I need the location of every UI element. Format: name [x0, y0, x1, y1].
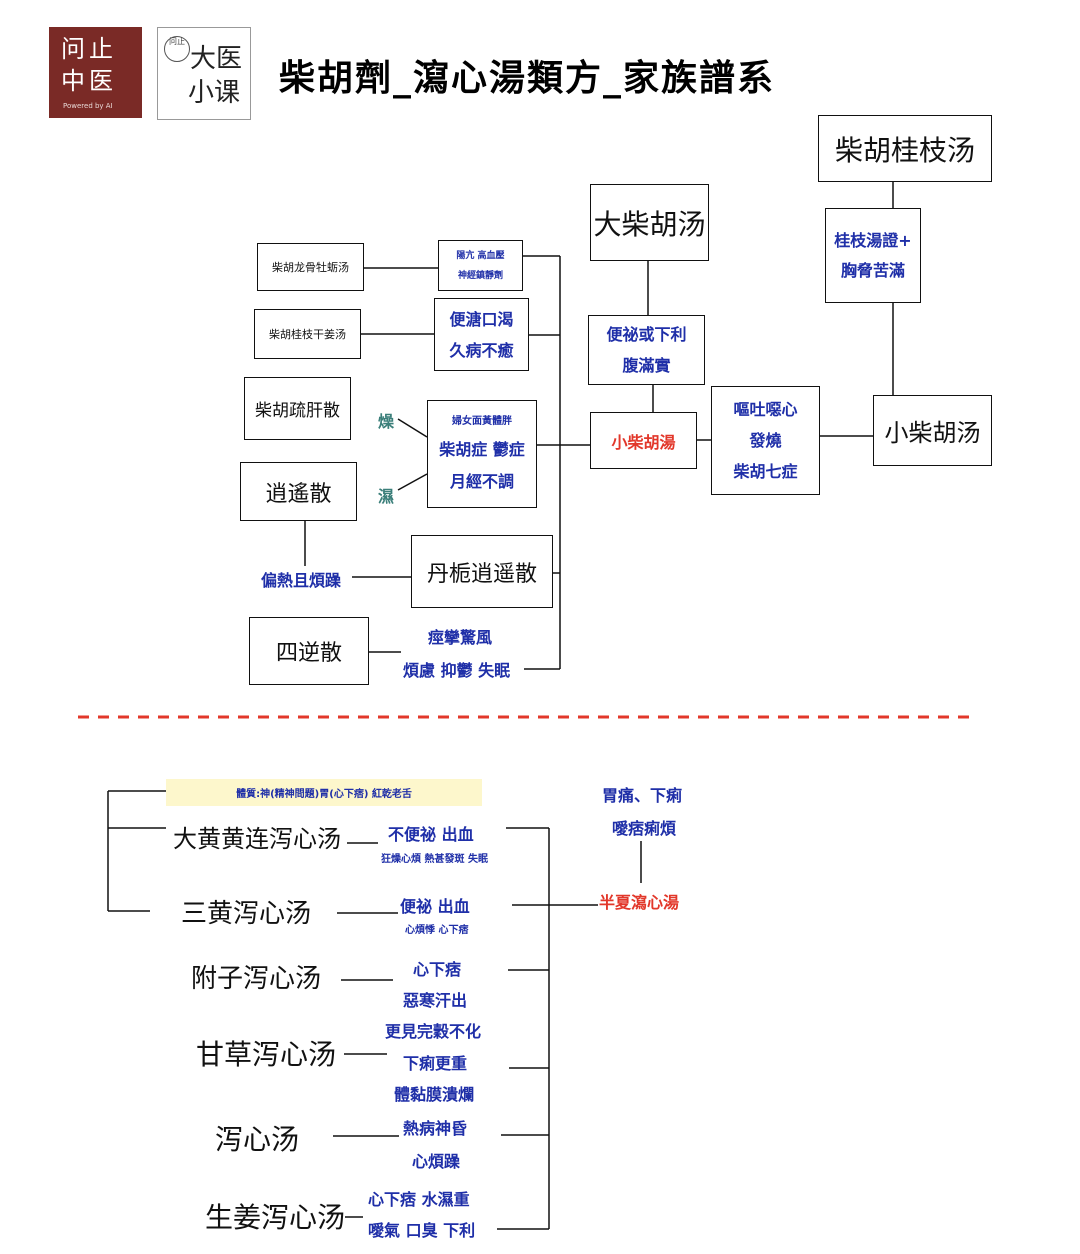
note-line: 久病不癒 [449, 340, 514, 360]
note-dachaihu: 便祕或下利 腹滿實 [588, 315, 705, 385]
logo-tagline: Powered by AI [63, 102, 113, 110]
note-sini-line-1: 痙攣驚風 [428, 628, 493, 647]
note-line: 心下痞 水濕重 [368, 1190, 470, 1209]
formula-sanhuang: 三黄泻心汤 [181, 899, 312, 929]
logo-line-1: 大医 [190, 44, 243, 74]
note-line: 便祕 出血 [400, 897, 470, 916]
formula-gancao: 甘草泻心汤 [196, 1038, 337, 1071]
node-danzhi-xiaoyao: 丹栀逍遥散 [411, 535, 553, 608]
node-xiaochaihu-center: 小柴胡湯 [590, 412, 697, 469]
note-line: 熱病神昏 [403, 1119, 468, 1138]
formula-xiexin: 泻心汤 [215, 1123, 300, 1156]
node-label: 逍遙散 [265, 481, 332, 507]
note-line: 胸脅苦滿 [840, 260, 905, 280]
formula-fuzi: 附子泻心汤 [191, 964, 322, 994]
note-line: 陽亢 高血壓 [456, 250, 505, 261]
page-title: 柴胡劑_瀉心湯類方_家族譜系 [279, 57, 776, 99]
note-line: 發燒 [749, 431, 782, 450]
node-label: 柴胡疏肝散 [255, 401, 340, 421]
note-line: 心煩躁 [412, 1152, 461, 1171]
note-line: 桂枝湯證+ [834, 230, 912, 250]
note-banxia-line-2: 噯痞痢煩 [612, 819, 677, 838]
note-guizhi: 桂枝湯證+ 胸脅苦滿 [825, 208, 921, 303]
note-line: 惡寒汗出 [403, 991, 468, 1010]
node-dachaihu: 大柴胡汤 [590, 184, 709, 261]
note-longgu: 陽亢 高血壓 神經鎮靜劑 [438, 240, 523, 291]
node-label: 丹栀逍遥散 [426, 561, 537, 587]
node-label: 柴胡桂枝干姜汤 [269, 328, 346, 341]
node-chaihu-guizhi: 柴胡桂枝汤 [818, 115, 992, 182]
label-wet: 濕 [378, 487, 395, 506]
node-label: 小柴胡湯 [611, 432, 676, 452]
node-xiaochaihu-right: 小柴胡汤 [873, 395, 992, 466]
node-label: 小柴胡汤 [884, 419, 981, 447]
formula-shengjiang: 生姜泻心汤 [205, 1201, 346, 1234]
note-line: 神經鎮靜劑 [457, 270, 503, 281]
note-line: 不便祕 出血 [388, 825, 474, 844]
note-line: 噯氣 口臭 下利 [368, 1221, 476, 1240]
node-banxia-xiexin: 半夏瀉心湯 [599, 893, 680, 912]
note-xiaochaihu: 嘔吐噁心 發燒 柴胡七症 [711, 386, 820, 495]
node-xiaoyao: 逍遙散 [240, 462, 357, 521]
node-sini: 四逆散 [249, 617, 369, 685]
note-line: 體黏膜潰爛 [394, 1085, 475, 1104]
formula-dahuang-huanglian: 大黄黄连泻心汤 [173, 825, 341, 853]
node-shugan: 柴胡疏肝散 [244, 377, 351, 440]
note-banxia-line-1: 胃痛、下痢 [602, 786, 683, 805]
label-dry: 燥 [378, 412, 395, 431]
logo-dayi-xiaoke: 问止 大医 小课 [157, 27, 251, 120]
note-constitution: 體質:神(精神問題)胃(心下痞) 紅乾老舌 [166, 779, 482, 806]
note-line: 腹滿實 [622, 356, 671, 375]
logo-line-2: 小课 [188, 78, 241, 108]
logo-line-1: 问止 [61, 35, 117, 63]
note-line: 婦女面黃體胖 [452, 416, 512, 427]
note-line: 柴胡七症 [733, 462, 798, 481]
note-sini-line-2: 煩慮 抑鬱 失眠 [403, 661, 511, 680]
note-line: 便溏口渴 [449, 309, 514, 329]
note-danzhi: 偏熱且煩躁 [261, 571, 342, 590]
note-line: 月經不調 [449, 472, 514, 491]
note-small: 心煩悸 心下痞 [405, 925, 469, 936]
note-line: 更見完穀不化 [385, 1022, 482, 1041]
note-line: 柴胡症 鬱症 [439, 440, 525, 459]
node-label: 柴胡桂枝汤 [834, 133, 975, 167]
note-line: 嘔吐噁心 [733, 400, 798, 419]
note-ganjiang: 便溏口渴 久病不癒 [434, 298, 529, 371]
note-small: 狂燥心煩 熱甚發斑 失眠 [381, 854, 488, 865]
note-line: 心下痞 [413, 960, 462, 979]
logo-wenzhi: 问止 中医 Powered by AI [49, 27, 142, 118]
logo-seal: 问止 [164, 36, 190, 62]
note-women: 婦女面黃體胖 柴胡症 鬱症 月經不調 [427, 400, 537, 508]
node-longgu-muli: 柴胡龙骨牡蛎汤 [257, 243, 364, 291]
node-label: 大柴胡汤 [593, 207, 706, 241]
node-label: 柴胡龙骨牡蛎汤 [272, 261, 349, 274]
node-guizhi-ganjiang: 柴胡桂枝干姜汤 [254, 309, 361, 359]
logo-line-2: 中医 [61, 67, 117, 95]
note-line: 下痢更重 [403, 1054, 468, 1073]
node-label: 四逆散 [275, 641, 342, 666]
note-line: 便祕或下利 [606, 325, 687, 344]
